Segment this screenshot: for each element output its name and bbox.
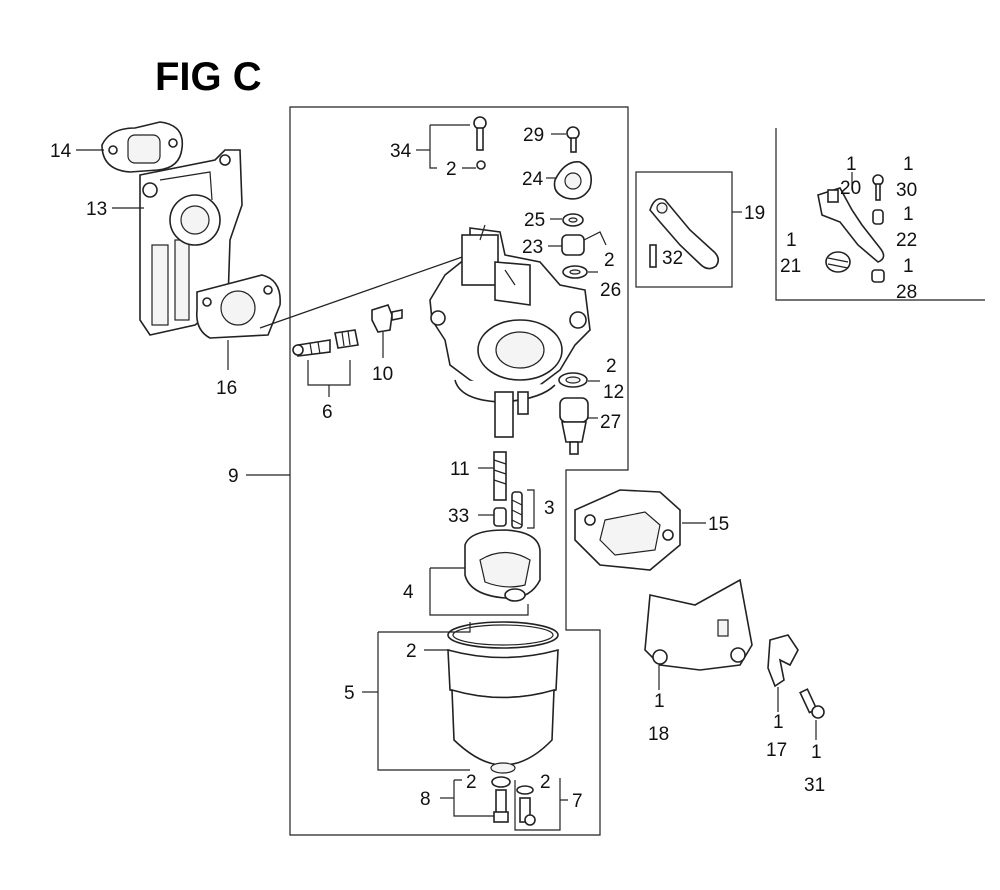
part-11-main-jet: [493, 451, 507, 501]
bracket-4: [429, 567, 529, 616]
bracket-3: [527, 489, 535, 529]
callout-23: 23: [522, 237, 543, 258]
part-22-nut: [872, 209, 884, 225]
callout-21-qty: 1: [786, 230, 797, 251]
callout-26: 26: [600, 280, 621, 301]
callout-20: 20: [840, 178, 861, 199]
callout-12-qty: 2: [606, 356, 617, 377]
box-governor: [775, 128, 985, 301]
part-23-valve: [561, 231, 607, 256]
part-33-jet: [493, 507, 507, 527]
callout-8: 8: [420, 789, 431, 810]
part-31-bolt: [799, 688, 825, 719]
bracket-2-5: [378, 622, 471, 633]
figure-title: FIG C: [155, 55, 262, 99]
part-6-pilot-screw-set: [292, 329, 359, 357]
bracket-7: [514, 778, 568, 831]
part-10-throttle-stop-screw: [371, 304, 403, 333]
callout-8-qty: 2: [466, 772, 477, 793]
callout-34: 34: [390, 141, 412, 162]
callout-32: 32: [662, 248, 683, 269]
callout-21: 21: [780, 256, 801, 277]
part-8-drain-bolt: [491, 776, 511, 823]
part-12-oring: [558, 372, 588, 388]
callout-22-qty: 1: [903, 204, 914, 225]
bracket-6: [307, 360, 351, 386]
bracket-34: [429, 124, 476, 169]
callout-30-qty: 1: [903, 154, 914, 175]
part-2-bowl-gasket: [447, 621, 559, 649]
carburetor-body: [429, 224, 591, 438]
carburetor-assembly-boundary: [289, 106, 629, 836]
callout-7-qty: 2: [540, 772, 551, 793]
callout-29: 29: [523, 125, 544, 146]
callout-31: 31: [804, 775, 825, 796]
callout-33: 33: [448, 506, 469, 527]
part-21-spring: [825, 251, 851, 273]
part-18-bracket: [644, 578, 753, 671]
part-28-nut: [871, 269, 885, 283]
callout-17: 17: [766, 740, 787, 761]
part-24-cover: [553, 161, 593, 200]
part-4-float: [464, 529, 541, 602]
callout-5: 5: [344, 683, 355, 704]
part-14-gasket: [101, 121, 184, 173]
callout-12: 12: [603, 382, 624, 403]
part-25-washer: [562, 213, 584, 227]
part-26-oring: [562, 265, 588, 279]
callout-30: 30: [896, 180, 917, 201]
callout-3: 3: [544, 498, 555, 519]
callout-19: 19: [744, 203, 765, 224]
callout-14: 14: [50, 141, 72, 162]
callout-25: 25: [524, 210, 545, 231]
part-16-gasket: [195, 274, 281, 339]
part-17-clip: [767, 634, 799, 688]
callout-9: 9: [228, 466, 239, 487]
callout-2: 2: [406, 641, 417, 662]
callout-6: 6: [322, 402, 333, 423]
callout-11: 11: [450, 459, 470, 480]
callout-28: 28: [896, 282, 917, 303]
box-19: [635, 171, 733, 288]
part-5-float-chamber: [447, 648, 559, 774]
callout-17-qty: 1: [773, 712, 784, 733]
part-19-choke-lever: [649, 197, 720, 270]
callout-7: 7: [572, 791, 583, 812]
part-34-screw: [473, 116, 487, 170]
callout-10: 10: [372, 364, 393, 385]
callout-13: 13: [86, 199, 107, 220]
bracket-5: [377, 632, 470, 771]
callout-27: 27: [600, 412, 621, 433]
callout-28-qty: 1: [903, 256, 914, 277]
callout-22: 22: [896, 230, 917, 251]
leader-16-to-carb: [259, 254, 469, 329]
part-30-bolt: [872, 174, 884, 201]
callout-18-qty: 1: [654, 691, 665, 712]
callout-24: 24: [522, 169, 544, 190]
part-32-pin: [649, 244, 657, 268]
callout-31-qty: 1: [811, 742, 822, 763]
callout-34-qty: 2: [446, 159, 457, 180]
bracket-8: [453, 779, 494, 817]
callout-20-qty: 1: [846, 154, 857, 175]
part-20-lever: [817, 187, 885, 263]
callout-4: 4: [403, 582, 414, 603]
callout-18: 18: [648, 724, 669, 745]
callout-23-qty: 2: [604, 250, 615, 271]
part-27-solenoid: [559, 397, 589, 455]
callout-15: 15: [708, 514, 729, 535]
part-15-insulator: [574, 489, 681, 571]
part-29-screw: [566, 126, 580, 153]
part-3-float-valve-spring: [511, 491, 523, 529]
callout-16: 16: [216, 378, 237, 399]
part-7-drain-screw: [516, 785, 536, 826]
